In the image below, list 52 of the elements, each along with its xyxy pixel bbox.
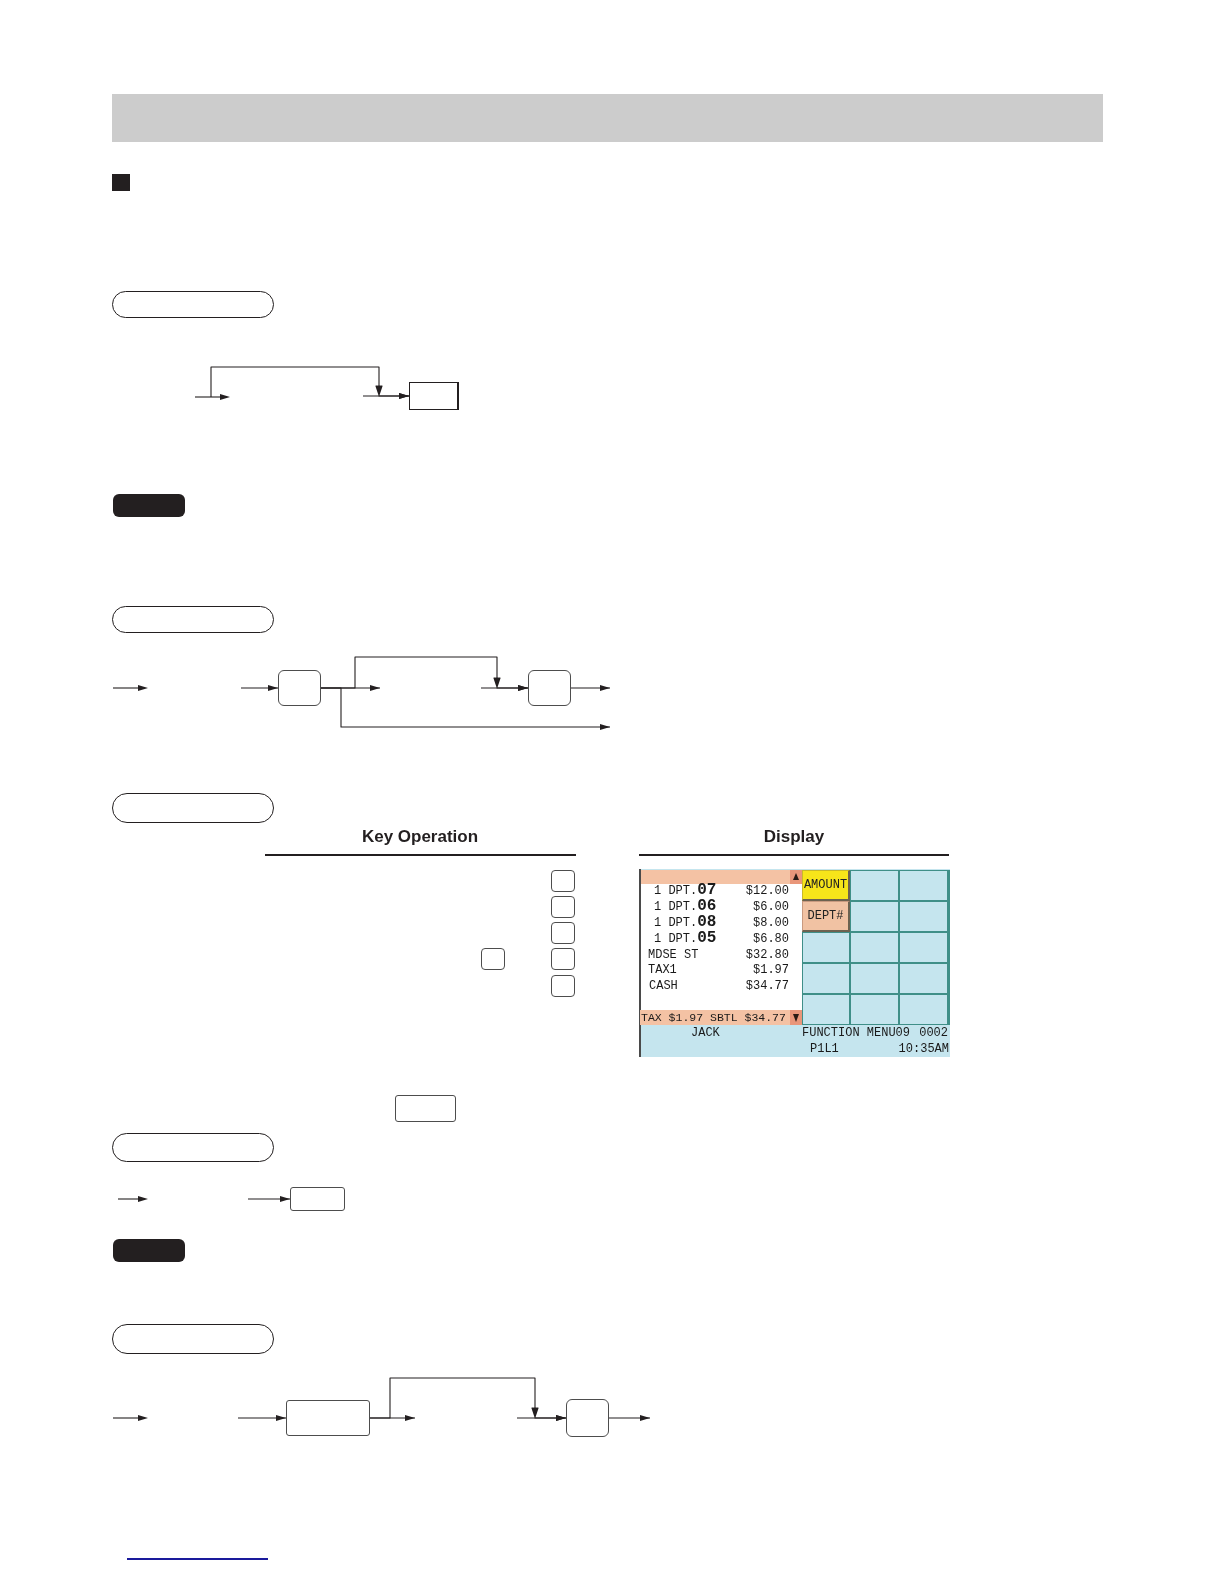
status-text: FUNCTION MENU09 xyxy=(802,1026,911,1040)
key-symbol xyxy=(551,870,575,892)
key-symbol xyxy=(528,670,571,706)
price-text: $12.00 xyxy=(745,884,789,898)
arrow xyxy=(210,366,410,399)
key-symbol xyxy=(481,948,505,970)
status-text: 0002 xyxy=(919,1026,948,1040)
key-symbol xyxy=(566,1399,609,1437)
section-tab xyxy=(112,606,274,633)
arrow xyxy=(570,685,611,691)
key-symbol xyxy=(409,382,459,410)
receipt-line: CASH xyxy=(649,979,678,993)
receipt-line: 1 DPT.07 xyxy=(654,884,717,898)
column-heading: Key Operation xyxy=(361,827,479,847)
arrow xyxy=(237,1415,287,1421)
section-tab xyxy=(112,1133,274,1162)
receipt-line: TAX1 xyxy=(648,963,677,977)
touch-key: AMOUNT xyxy=(802,870,850,901)
price-text: $32.80 xyxy=(745,948,789,962)
heading-bar xyxy=(112,94,1103,142)
price-text: $1.97 xyxy=(753,963,789,977)
key-symbol xyxy=(290,1187,345,1211)
key-symbol xyxy=(286,1400,370,1436)
status-text: P1L1 xyxy=(810,1042,839,1056)
key-symbol xyxy=(278,670,321,706)
receipt-line: 1 DPT.08 xyxy=(654,916,717,930)
time-text: 10:35AM xyxy=(898,1042,949,1056)
receipt-line: 1 DPT.05 xyxy=(654,932,717,946)
section-tab xyxy=(112,793,274,823)
key-symbol xyxy=(551,975,575,997)
key-symbol xyxy=(551,948,575,970)
section-tab xyxy=(112,1324,274,1354)
receipt-line: MDSE ST xyxy=(648,948,699,962)
key-symbol xyxy=(551,922,575,944)
touch-key: DEPT# xyxy=(802,901,850,932)
section-tab xyxy=(112,291,274,318)
lcd-screen xyxy=(639,869,950,1057)
arrow xyxy=(608,1415,651,1421)
price-text: $6.80 xyxy=(753,932,789,946)
price-text: $34.77 xyxy=(745,979,789,993)
column-heading: Display xyxy=(763,827,825,847)
receipt-line: 1 DPT.06 xyxy=(654,900,717,914)
key-symbol xyxy=(551,896,575,918)
arrow xyxy=(247,1196,291,1202)
arrow xyxy=(369,1377,567,1421)
operator-text: JACK xyxy=(691,1026,720,1040)
price-text: $6.00 xyxy=(753,900,789,914)
price-text: $8.00 xyxy=(753,916,789,930)
subtotal-text: TAX $1.97 SBTL $34.77 xyxy=(641,1010,786,1025)
key-symbol xyxy=(395,1095,456,1122)
arrow xyxy=(320,656,529,691)
arrow xyxy=(240,685,279,691)
